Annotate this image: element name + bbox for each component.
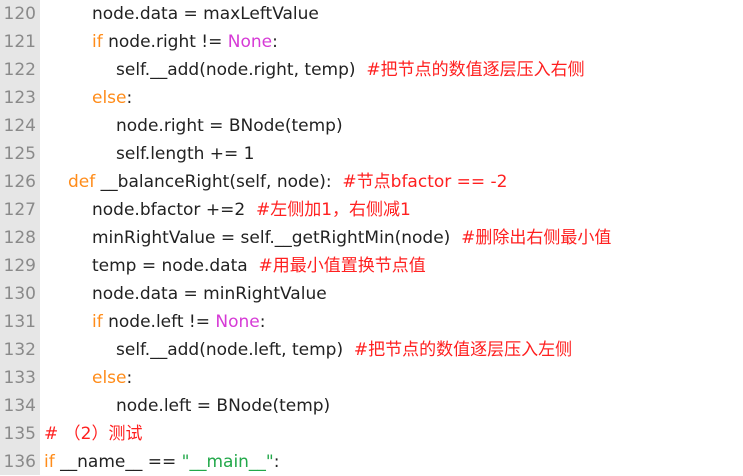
code-text: if node.right != None:	[92, 28, 278, 56]
line-number: 133	[3, 368, 36, 388]
code-line[interactable]: 120 node.data = maxLeftValue	[0, 0, 743, 28]
code-line[interactable]: 134 node.left = BNode(temp)	[0, 392, 743, 420]
line-number: 125	[3, 144, 36, 164]
line-number: 127	[3, 200, 36, 220]
code-token-cmt: #把节点的数值逐层压入左侧	[353, 340, 573, 360]
code-token-kw: if	[92, 32, 103, 52]
code-token-plain: node.left = BNode(temp)	[116, 396, 331, 416]
code-token-plain: :	[273, 452, 280, 472]
line-number: 134	[3, 396, 36, 416]
code-token-cmt: #把节点的数值逐层压入右侧	[366, 60, 585, 80]
code-text: temp = node.data #用最小值置换节点值	[92, 252, 426, 280]
code-token-kw: if	[44, 452, 55, 472]
code-text: # （2）测试	[44, 420, 142, 448]
line-number: 122	[3, 60, 36, 80]
code-token-kw: else	[92, 368, 127, 388]
code-line[interactable]: 129 temp = node.data #用最小值置换节点值	[0, 252, 743, 280]
code-line[interactable]: 121 if node.right != None:	[0, 28, 743, 56]
line-number: 130	[3, 284, 36, 304]
code-token-plain: self.__add(node.left, temp)	[116, 340, 354, 360]
code-token-plain: node.data = minRightValue	[92, 284, 327, 304]
code-line[interactable]: 128 minRightValue = self.__getRightMin(no…	[0, 224, 743, 252]
line-number: 121	[3, 32, 36, 52]
code-token-kw: def	[68, 172, 96, 192]
line-number: 128	[3, 228, 36, 248]
code-line[interactable]: 136 if __name__ == "__main__":	[0, 448, 743, 476]
code-line[interactable]: 132 self.__add(node.left, temp) #把节点的数值逐层…	[0, 336, 743, 364]
code-text: node.left = BNode(temp)	[116, 392, 330, 420]
code-token-cmt: # （2）测试	[44, 424, 143, 444]
line-number-gutter	[0, 0, 40, 475]
code-token-plain: :	[126, 88, 133, 108]
line-number: 129	[3, 256, 36, 276]
code-text: if __name__ == "__main__":	[44, 448, 280, 476]
code-token-cmt: #删除出右侧最小值	[461, 228, 612, 248]
line-number: 124	[3, 116, 36, 136]
code-token-plain: __balanceRight(self, node):	[95, 172, 343, 192]
code-token-plain: :	[259, 312, 266, 332]
code-text: def __balanceRight(self, node): #节点bfact…	[68, 168, 508, 196]
code-text: if node.left != None:	[92, 308, 265, 336]
code-line[interactable]: 126 def __balanceRight(self, node): #节点bf…	[0, 168, 743, 196]
code-line[interactable]: 131 if node.left != None:	[0, 308, 743, 336]
code-text: else:	[92, 84, 132, 112]
code-line[interactable]: 127 node.bfactor +=2 #左侧加1，右侧减1	[0, 196, 743, 224]
code-token-plain: node.left !=	[102, 312, 216, 332]
code-token-plain: temp = node.data	[92, 256, 259, 276]
line-number: 136	[3, 452, 36, 472]
code-line[interactable]: 133 else:	[0, 364, 743, 392]
code-text: self.__add(node.left, temp) #把节点的数值逐层压入左…	[116, 336, 572, 364]
code-token-cmt: #左侧加1，右侧减1	[255, 200, 411, 220]
code-line[interactable]: 123 else:	[0, 84, 743, 112]
code-token-const: None	[215, 312, 260, 332]
line-number: 131	[3, 312, 36, 332]
code-text: self.length += 1	[116, 140, 255, 168]
code-token-str: "__main__"	[181, 452, 274, 472]
code-text: node.right = BNode(temp)	[116, 112, 343, 140]
code-token-plain: :	[272, 32, 278, 52]
line-number: 132	[3, 340, 36, 360]
code-text: node.data = minRightValue	[92, 280, 327, 308]
code-line[interactable]: 125 self.length += 1	[0, 140, 743, 168]
line-number: 120	[3, 4, 36, 24]
code-token-kw: else	[92, 88, 127, 108]
line-number: 126	[3, 172, 36, 192]
code-line[interactable]: 122 self.__add(node.right, temp) #把节点的数值逐…	[0, 56, 743, 84]
code-token-plain: node.data = maxLeftValue	[92, 4, 319, 24]
code-token-cmt: #节点bfactor == -2	[342, 172, 508, 192]
code-text: else:	[92, 364, 132, 392]
code-token-plain: node.right !=	[102, 32, 228, 52]
code-line[interactable]: 124 node.right = BNode(temp)	[0, 112, 743, 140]
code-token-plain: minRightValue = self.__getRightMin(node)	[92, 228, 462, 248]
code-token-const: None	[227, 32, 273, 52]
code-line[interactable]: 135 # （2）测试	[0, 420, 743, 448]
code-token-plain: :	[126, 368, 133, 388]
line-number: 123	[3, 88, 36, 108]
code-text: self.__add(node.right, temp) #把节点的数值逐层压入…	[116, 56, 585, 84]
code-token-plain: node.bfactor +=2	[92, 200, 256, 220]
code-text: node.bfactor +=2 #左侧加1，右侧减1	[92, 196, 411, 224]
code-token-plain: self.__add(node.right, temp)	[116, 60, 367, 80]
code-token-kw: if	[92, 312, 103, 332]
code-token-plain: self.length += 1	[116, 144, 255, 164]
code-token-plain: node.right = BNode(temp)	[116, 116, 343, 136]
code-token-cmt: #用最小值置换节点值	[258, 256, 426, 276]
code-line[interactable]: 130 node.data = minRightValue	[0, 280, 743, 308]
code-text: minRightValue = self.__getRightMin(node)…	[92, 224, 611, 252]
code-text: node.data = maxLeftValue	[92, 0, 319, 28]
code-token-plain: __name__ ==	[54, 452, 182, 472]
line-number: 135	[3, 424, 36, 444]
